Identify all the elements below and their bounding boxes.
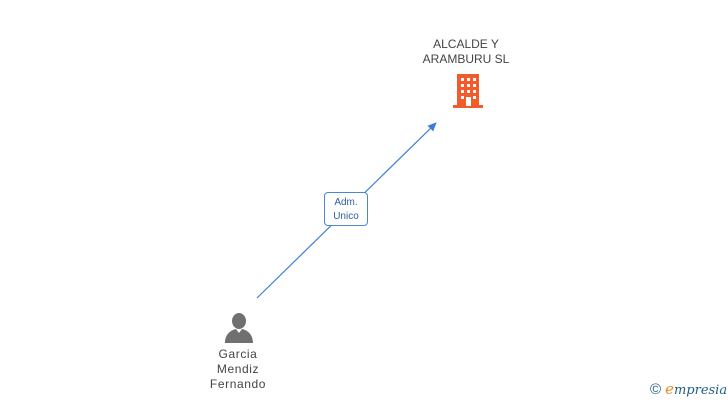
role-line-2: Unico <box>333 211 359 222</box>
company-name-line-2: ARAMBURU SL <box>422 52 510 66</box>
company-name[interactable]: ALCALDE Y ARAMBURU SL <box>406 37 526 67</box>
person-name-line-2: Mendiz <box>216 362 260 376</box>
brand-rest: mpresia <box>673 383 728 398</box>
person-icon[interactable] <box>223 312 255 344</box>
role-badge[interactable]: Adm. Unico <box>324 192 368 226</box>
person-name[interactable]: Garcia Mendiz Fernando <box>189 347 287 392</box>
role-line-1: Adm. <box>334 197 358 208</box>
company-name-line-1: ALCALDE Y <box>433 37 499 51</box>
copyright-icon: © <box>650 380 662 398</box>
building-icon[interactable] <box>452 74 484 108</box>
person-name-line-3: Fernando <box>209 377 267 391</box>
person-name-line-1: Garcia <box>218 347 258 361</box>
brand-initial: e <box>665 380 674 398</box>
footer-brand: © empresia <box>650 379 727 399</box>
brand-logo[interactable]: empresia <box>665 380 727 398</box>
